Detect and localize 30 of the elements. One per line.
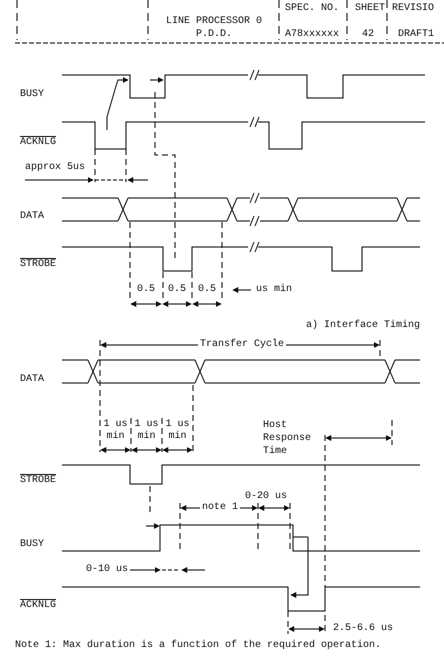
timing-label: 2.5-6.6 us <box>333 623 394 635</box>
table-cell-text: SHEET <box>355 3 386 15</box>
table-cell-text: SPEC. NO. <box>285 3 340 15</box>
caption: a) Interface Timing <box>306 320 420 332</box>
timing-label: Host Response Time <box>263 419 312 458</box>
signal-label: STROBE <box>20 475 56 487</box>
table-cell-text: A78xxxxxx <box>285 29 340 41</box>
timing-label: 0.5 <box>198 284 216 296</box>
timing-label: 1 us min <box>164 419 190 443</box>
table-cell-text: DRAFT1 <box>398 29 434 41</box>
timing-label: Transfer Cycle <box>198 339 286 351</box>
signal-label: DATA <box>20 211 44 223</box>
signal-label: ACKNLG <box>20 137 56 149</box>
timing-label: approx 5us <box>25 162 86 174</box>
signal-label: ACKNLG <box>20 600 56 612</box>
signal-label: STROBE <box>20 259 56 271</box>
table-cell-text: REVISIO <box>392 3 434 15</box>
timing-label: 1 us min <box>133 419 160 443</box>
timing-label: 0-20 us <box>245 491 288 503</box>
timing-label: 0.5 <box>168 284 186 296</box>
signal-label: DATA <box>20 374 44 386</box>
timing-label: 0-10 us <box>86 564 128 576</box>
timing-label: 0.5 <box>137 284 156 296</box>
timing-label: us min <box>256 284 292 296</box>
signal-label: BUSY <box>20 539 44 551</box>
table-cell-text: LINE PROCESSOR 0 P.D.D. <box>164 15 263 41</box>
signal-label: BUSY <box>20 89 44 101</box>
note-text: Note 1: Max duration is a function of the required operation. <box>15 640 382 652</box>
timing-label: 1 us min <box>102 419 128 443</box>
table-cell-text: 42 <box>362 29 374 41</box>
